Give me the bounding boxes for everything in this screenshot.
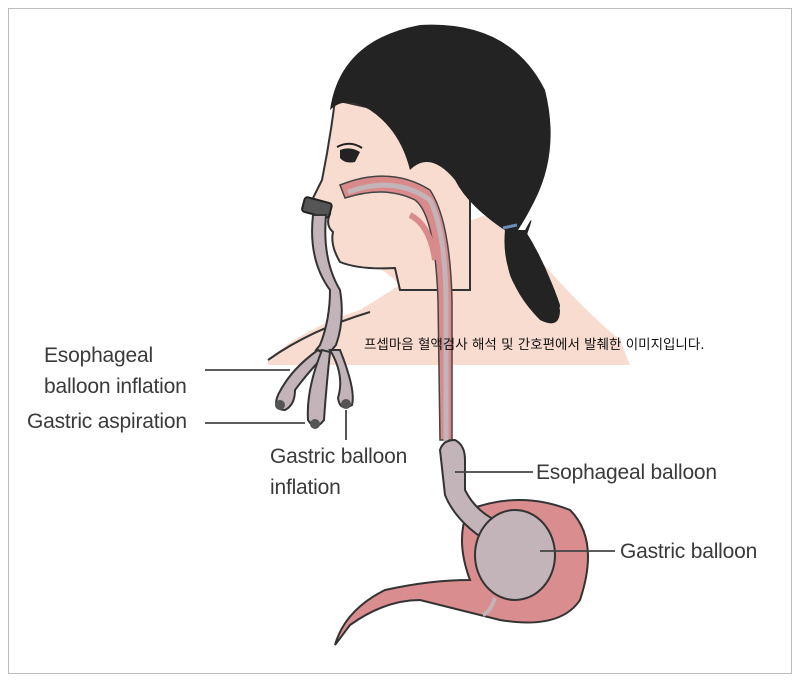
label-line-1: Esophageal xyxy=(44,344,153,367)
source-caption: 프셉마음 혈액검사 해석 및 간호편에서 발췌한 이미지입니다. xyxy=(364,337,705,353)
hair-tie xyxy=(502,223,518,230)
port-gastric-aspiration xyxy=(310,419,320,429)
ponytail xyxy=(504,230,560,324)
label-line-2: balloon inflation xyxy=(44,375,187,398)
internal-tube xyxy=(347,182,449,445)
eyelid xyxy=(336,142,363,149)
leader-lines xyxy=(205,369,615,552)
label-gastric-balloon-inflation: Gastric balloon inflation xyxy=(270,441,407,503)
label-gastric-balloon: Gastric balloon xyxy=(620,540,758,563)
tube-tip xyxy=(482,597,497,617)
shoulder-outline xyxy=(267,311,371,361)
port-esophageal-inflation xyxy=(275,400,285,410)
port-gastric-inflation xyxy=(341,399,351,409)
hair xyxy=(330,24,560,312)
branch-esophageal-inflation xyxy=(275,348,327,412)
label-line-2: inflation xyxy=(270,476,341,499)
gastric-balloon-shape xyxy=(474,509,556,601)
eye xyxy=(340,148,360,163)
label-esophageal-balloon-inflation: Esophageal balloon inflation xyxy=(44,340,187,402)
label-esophageal-balloon: Esophageal balloon xyxy=(536,461,717,484)
label-gastric-aspiration: Gastric aspiration xyxy=(27,410,187,433)
label-line-1: Gastric balloon xyxy=(270,445,408,468)
esophageal-balloon-shape xyxy=(438,438,497,542)
pharynx-fold xyxy=(408,212,438,261)
